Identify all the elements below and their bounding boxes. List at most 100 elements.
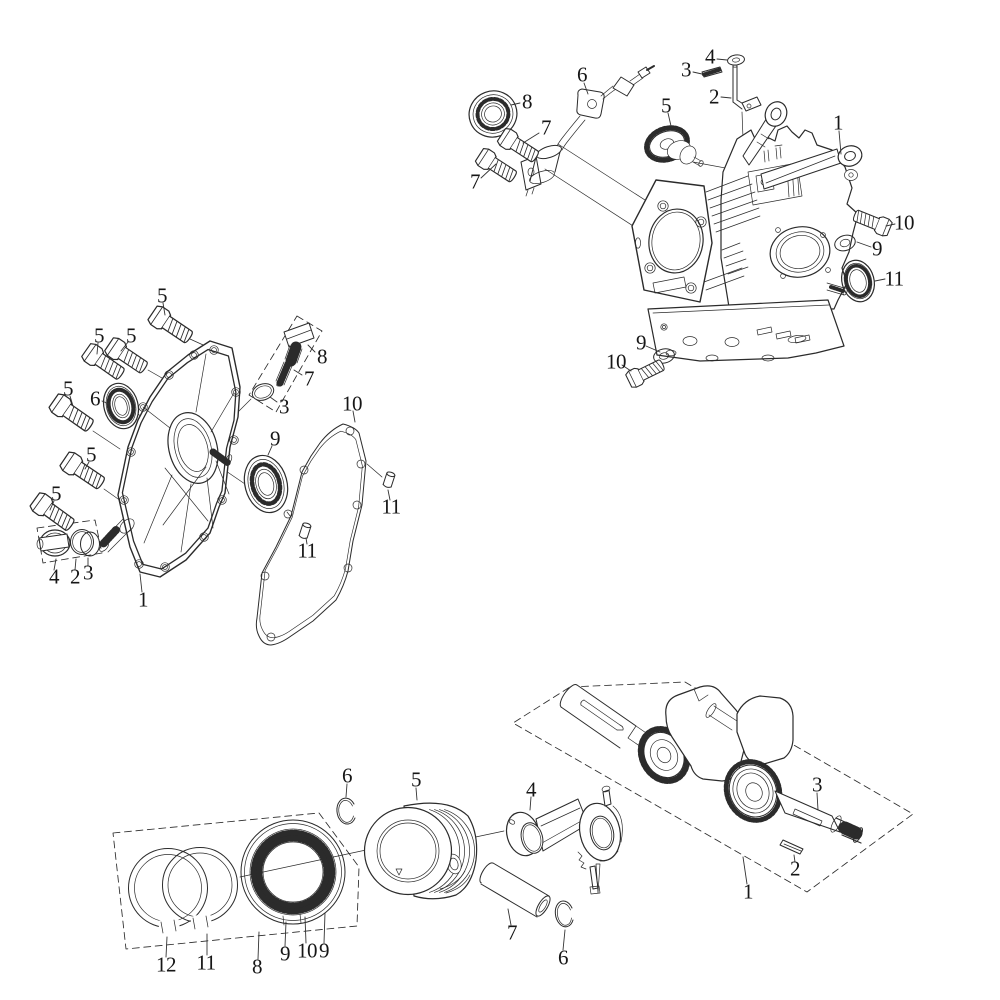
leader-line-crankcase-assembly-7 xyxy=(522,132,540,144)
callout-crankcase-cover-assembly-9: 9 xyxy=(270,426,281,451)
callout-piston-crankshaft-assembly-4: 4 xyxy=(526,777,537,802)
cover-plate xyxy=(99,340,241,578)
leader-line-crankcase-assembly-11 xyxy=(874,278,886,282)
oil-sensor xyxy=(556,65,655,151)
leader-line-crankcase-cover-assembly-5 xyxy=(96,342,99,355)
callout-crankcase-assembly-4: 4 xyxy=(705,44,716,69)
piston-ring-rail xyxy=(162,847,238,930)
callout-piston-crankshaft-assembly-9: 9 xyxy=(319,938,330,963)
piston-pin xyxy=(479,862,551,918)
compression-ring-set xyxy=(240,819,346,926)
leader-line-piston-crankshaft-assembly-3 xyxy=(816,792,819,811)
callout-crankcase-cover-assembly-6: 6 xyxy=(90,386,101,411)
leader-line-crankcase-cover-assembly-7 xyxy=(293,369,303,376)
leader-line-crankcase-assembly-2 xyxy=(720,96,732,99)
callout-piston-crankshaft-assembly-1: 1 xyxy=(743,879,754,904)
leader-line-crankcase-cover-assembly-9 xyxy=(267,445,273,456)
circlip-bottom xyxy=(554,900,574,928)
callout-crankcase-cover-assembly-5: 5 xyxy=(157,283,168,308)
leader-line-piston-crankshaft-assembly-5 xyxy=(415,787,418,801)
callout-crankcase-assembly-7: 7 xyxy=(541,115,552,140)
callout-crankcase-cover-assembly-5: 5 xyxy=(126,323,137,348)
callout-crankcase-assembly-8: 8 xyxy=(522,89,533,114)
callout-crankcase-assembly-5: 5 xyxy=(661,93,672,118)
callout-crankcase-assembly-10: 10 xyxy=(606,349,627,374)
leader-line-crankcase-assembly-10 xyxy=(621,364,632,372)
circlip-top xyxy=(336,797,356,825)
governor-shaft xyxy=(732,64,762,112)
piston-ring-spacer xyxy=(128,848,208,934)
oil-filler-cap-set xyxy=(36,519,103,564)
dipstick-assembly xyxy=(248,315,323,413)
callout-crankcase-cover-assembly-4: 4 xyxy=(49,564,60,589)
leader-line-piston-crankshaft-assembly-6 xyxy=(345,783,348,798)
callout-piston-crankshaft-assembly-6: 6 xyxy=(342,763,353,788)
leader-line-piston-crankshaft-assembly-6 xyxy=(562,929,566,951)
leader-line-crankcase-cover-assembly-11 xyxy=(387,489,391,501)
callout-piston-crankshaft-assembly-2: 2 xyxy=(790,856,801,881)
piston xyxy=(363,802,478,900)
leader-line-crankcase-assembly-7 xyxy=(480,163,497,179)
leader-line-piston-crankshaft-assembly-7 xyxy=(507,908,512,926)
crankshaft xyxy=(559,684,864,844)
mounting-ears xyxy=(742,101,863,190)
leader-line-crankcase-cover-assembly-11 xyxy=(305,537,308,545)
leader-line-crankcase-assembly-8 xyxy=(510,102,521,106)
camshaft xyxy=(644,125,704,167)
leader-line-crankcase-cover-assembly-6 xyxy=(101,400,110,405)
callout-crankcase-cover-assembly-5: 5 xyxy=(94,323,105,348)
leader-line-piston-crankshaft-assembly-2 xyxy=(793,854,796,863)
crank-web-left xyxy=(665,685,746,782)
washer-right xyxy=(834,234,856,252)
leader-line-crankcase-assembly-4 xyxy=(716,58,728,61)
callout-crankcase-cover-assembly-1: 1 xyxy=(138,587,149,612)
cover-gasket xyxy=(255,423,367,646)
rings-dashed-box xyxy=(112,812,360,950)
leader-line-crankcase-assembly-6 xyxy=(583,82,589,95)
leader-line-crankcase-cover-assembly-8 xyxy=(307,344,316,353)
leader-line-crankcase-assembly-3 xyxy=(692,71,703,75)
callout-crankcase-cover-assembly-3: 3 xyxy=(279,394,290,419)
callout-piston-crankshaft-assembly-7: 7 xyxy=(507,920,518,945)
leader-line-crankcase-cover-assembly-5 xyxy=(120,341,129,352)
leader-line-crankcase-cover-assembly-4 xyxy=(53,558,57,571)
leader-line-crankcase-assembly-1 xyxy=(838,130,842,155)
leader-line-piston-crankshaft-assembly-10 xyxy=(304,916,307,944)
callout-crankcase-assembly-7: 7 xyxy=(470,169,481,194)
sensor-float-chamber xyxy=(520,144,562,197)
callout-crankcase-cover-assembly-3: 3 xyxy=(83,560,94,585)
callout-crankcase-cover-assembly-5: 5 xyxy=(86,442,97,467)
callout-piston-crankshaft-assembly-8: 8 xyxy=(252,954,263,979)
leader-line-crankcase-cover-assembly-5 xyxy=(162,302,166,316)
connecting-rod xyxy=(505,785,623,895)
leader-line-crankcase-assembly-9 xyxy=(645,345,661,353)
callout-crankcase-cover-assembly-11: 11 xyxy=(381,494,401,519)
leader-line-crankcase-assembly-10 xyxy=(885,223,896,227)
callout-crankcase-assembly-9: 9 xyxy=(872,236,883,261)
leader-line-piston-crankshaft-assembly-8 xyxy=(257,931,260,960)
callout-crankcase-assembly-3: 3 xyxy=(681,57,692,82)
callout-crankcase-cover-assembly-5: 5 xyxy=(51,481,62,506)
callout-crankcase-assembly-2: 2 xyxy=(709,84,720,109)
leader-line-crankcase-cover-assembly-2 xyxy=(74,558,77,571)
callout-crankcase-assembly-11: 11 xyxy=(884,266,904,291)
leader-line-crankcase-cover-assembly-5 xyxy=(49,500,55,511)
crankcase-cover-assembly-drawing xyxy=(27,303,396,646)
callout-piston-crankshaft-assembly-12: 12 xyxy=(156,952,177,977)
callout-crankcase-cover-assembly-2: 2 xyxy=(70,564,81,589)
callout-crankcase-assembly-6: 6 xyxy=(577,62,588,87)
leader-line-crankcase-cover-assembly-10 xyxy=(352,410,356,423)
leader-line-piston-crankshaft-assembly-1 xyxy=(742,856,748,885)
cover-bearing xyxy=(243,454,289,514)
callout-piston-crankshaft-assembly-5: 5 xyxy=(411,767,422,792)
crankcase-body xyxy=(720,125,859,317)
callout-crankcase-assembly-10: 10 xyxy=(894,210,915,235)
woodruff-key xyxy=(779,839,804,855)
callout-crankcase-cover-assembly-11: 11 xyxy=(297,538,317,563)
leader-line-crankcase-assembly-5 xyxy=(667,112,672,127)
leader-line-crankcase-cover-assembly-5 xyxy=(69,395,74,407)
callout-crankcase-cover-assembly-10: 10 xyxy=(342,391,363,416)
